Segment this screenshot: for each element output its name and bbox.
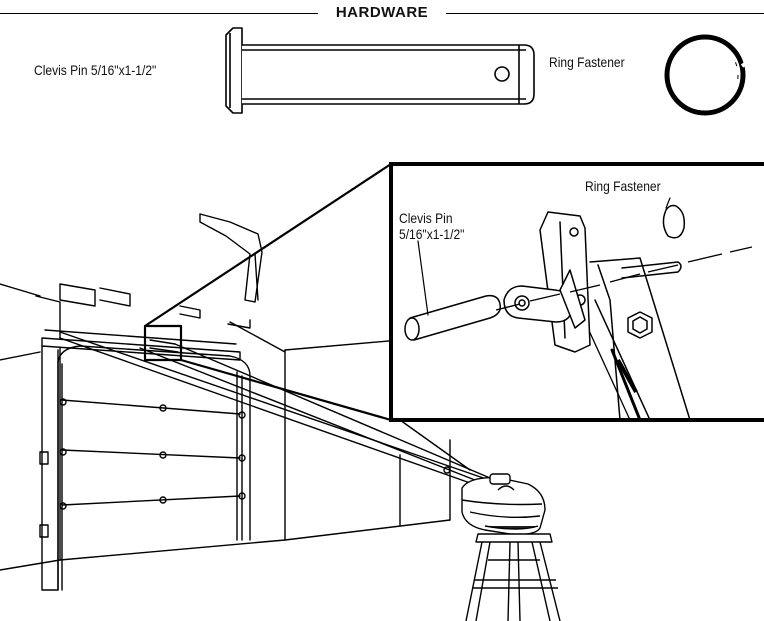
- hardware-title: HARDWARE: [318, 5, 446, 21]
- detail-clevis-pin-label-line2: 5/16"x1-1/2": [399, 226, 465, 242]
- hardware-clevis-pin-label: Clevis Pin 5/16"x1-1/2": [34, 62, 157, 78]
- detail-ring-fastener-label: Ring Fastener: [585, 178, 661, 194]
- detail-clevis-pin-label-line1: Clevis Pin: [399, 210, 453, 226]
- hardware-ring-fastener-label: Ring Fastener: [549, 54, 625, 70]
